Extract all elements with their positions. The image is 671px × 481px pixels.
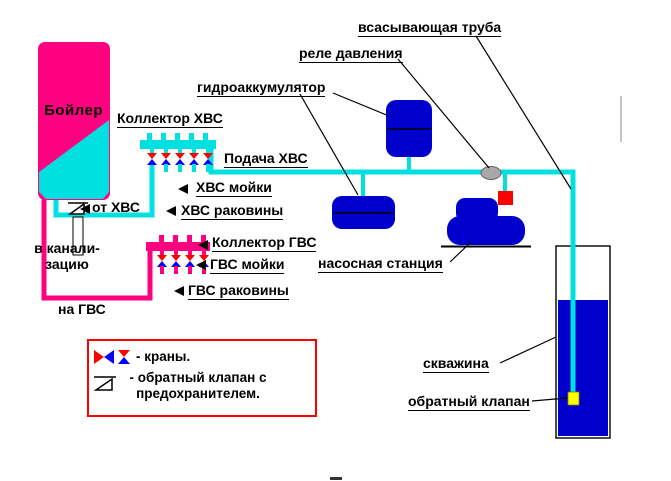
leader-lines (299, 35, 572, 402)
arrow-hot-sinks (196, 260, 206, 270)
label-hot-basins: ГВС раковины (188, 282, 289, 301)
arrow-cold-sinks (178, 184, 188, 194)
cold-collector-nub (203, 133, 208, 140)
hot-collector-nub (201, 235, 206, 242)
cold-collector-nub (161, 133, 166, 140)
label-hot-sinks: ГВС мойки (210, 256, 285, 275)
hot-collector-nub (159, 235, 164, 242)
label-cold-supply: Подача ХВС (224, 150, 308, 169)
arrow-from-cold (80, 204, 90, 214)
label-hydroaccumulator: гидроаккумулятор (197, 79, 326, 98)
cold-collector-nub (147, 133, 152, 140)
hot-collector-nub (173, 235, 178, 242)
boiler-cold-zone (39, 120, 109, 199)
label-well: скважина (423, 355, 489, 374)
label-to-hot: на ГВС (58, 301, 106, 317)
label-check-valve: обратный клапан (408, 393, 530, 412)
leader-hydroaccumulator-upper (332, 92, 390, 117)
hot-from-boiler-pipe (41, 199, 153, 301)
arrow-hot-basins (174, 286, 184, 296)
leader-check-valve (531, 397, 568, 402)
hot-collector-nub (187, 235, 192, 242)
leader-hydroaccumulator-lower (299, 93, 359, 196)
label-boiler: Бойлер (44, 102, 104, 119)
legend-check-valve-symbol (93, 376, 116, 391)
hot-collector-bar (146, 242, 210, 251)
label-to-sewer: в канали- зацию (34, 240, 100, 273)
leader-pump-station (449, 241, 472, 263)
legend-check-valve-label: - обратный клапан с предохранителем. (129, 370, 267, 401)
cold-collector-bar (140, 140, 216, 149)
legend-tap-symbols (94, 350, 130, 364)
label-cold-basins: ХВС раковины (181, 202, 284, 221)
label-cold-collector: Коллектор ХВС (117, 110, 223, 129)
legend-taps-label: - краны. (136, 349, 191, 364)
label-pump-station: насосная станция (318, 255, 443, 274)
cold-collector-nub (189, 133, 194, 140)
label-suction-pipe: всасывающая труба (358, 19, 502, 38)
cold-to-boiler-pipe (53, 165, 155, 218)
well-water (558, 300, 608, 436)
label-hot-collector: Коллектор ГВС (212, 234, 317, 253)
hot-collector-valves (157, 250, 209, 274)
label-from-cold: от ХВС (92, 199, 140, 215)
pressure-relay-sensor (480, 166, 502, 180)
arrow-hot-collector (198, 240, 208, 250)
arrow-cold-basins (166, 206, 176, 216)
stray-mark-bottom (330, 477, 342, 480)
label-pressure-relay: реле давления (299, 45, 403, 64)
cold-main-pipe (208, 149, 576, 394)
cold-collector-nub (175, 133, 180, 140)
label-arrows (80, 184, 208, 296)
well-check-valve (567, 391, 580, 406)
pump-station (441, 191, 531, 248)
label-cold-sinks: ХВС мойки (196, 179, 272, 198)
leader-pressure-relay (397, 58, 490, 169)
leader-well (499, 336, 557, 364)
pump-red-block (498, 191, 513, 205)
cold-collector-valves (147, 148, 213, 172)
leader-suction-pipe (475, 35, 572, 190)
sewer-drain-pipe (72, 216, 84, 256)
